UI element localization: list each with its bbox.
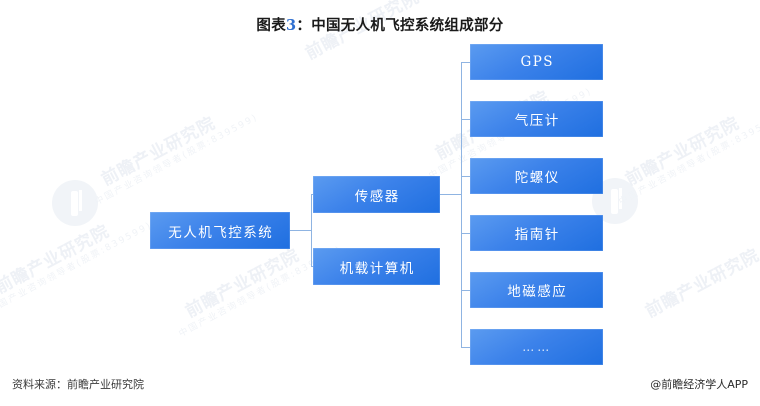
node-compass[interactable]: 指南针 [470, 215, 603, 251]
source-note: 资料来源：前瞻产业研究院 [12, 378, 144, 391]
node-geomagnetic-sensing[interactable]: 地磁感应 [470, 272, 603, 308]
connector-level3-trunk [461, 62, 463, 347]
node-onboard-computer[interactable]: 机载计算机 [313, 248, 440, 285]
connector-level2-trunk [311, 194, 313, 267]
node-gps[interactable]: GPS [470, 44, 603, 80]
connector-root-stub [290, 230, 312, 232]
node-root-uav-flight-control-system[interactable]: 无人机飞控系统 [150, 212, 290, 249]
node-ellipsis[interactable]: …… [470, 329, 603, 365]
title-text: 中国无人机飞控系统组成部分 [311, 17, 504, 34]
page-title: 图表3：中国无人机飞控系统组成部分 [0, 14, 760, 35]
node-barometer[interactable]: 气压计 [470, 101, 603, 137]
title-number: 3 [286, 17, 297, 34]
app-credit: @前瞻经济学人APP [650, 378, 748, 391]
node-sensor[interactable]: 传感器 [313, 176, 440, 213]
node-gyroscope[interactable]: 陀螺仪 [470, 158, 603, 194]
connector-sensor-out-stub [440, 194, 462, 196]
title-separator: ： [296, 17, 312, 34]
title-prefix: 图表 [256, 17, 286, 34]
